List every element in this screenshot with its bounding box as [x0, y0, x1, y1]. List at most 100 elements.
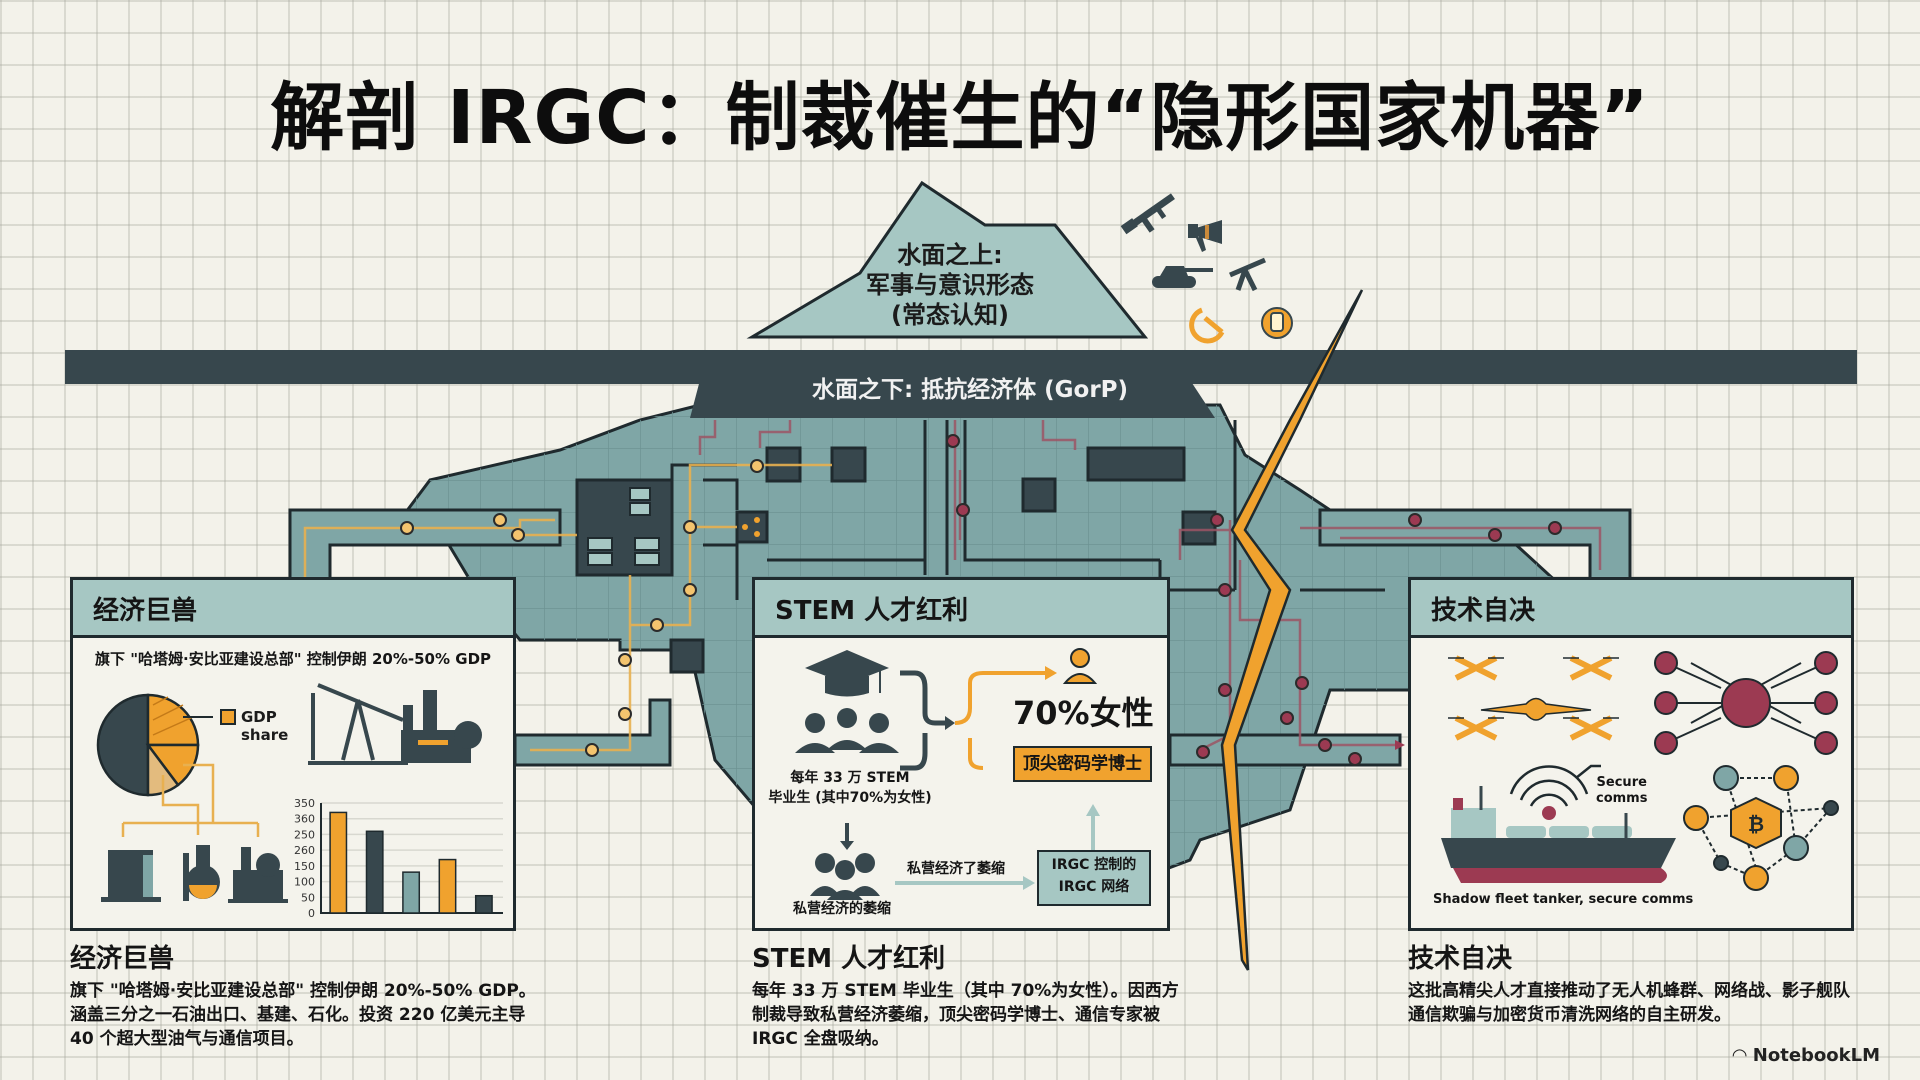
stem-graduates-text: 每年 33 万 STEM 毕业生 (其中70%为女性)	[765, 768, 935, 808]
caption-tech: 技术自决 这批高精尖人才直接推动了无人机蜂群、网络战、影子舰队 通信欺骗与加密货…	[1408, 938, 1908, 1027]
split-arrow-icon	[954, 671, 1045, 770]
caption-economy-line2: 涵盖三分之一石油出口、基建、石化。投资 220 亿美元主导	[70, 1005, 526, 1025]
economy-subtitle: 旗下 "哈塔姆·安比亚建设总部" 控制伊朗 20%-50% GDP	[95, 650, 492, 668]
private-arrow-label: 私营经济了萎缩	[907, 861, 1005, 877]
stem-graduates-line1: 每年 33 万 STEM	[790, 770, 910, 786]
refinery-icon	[101, 850, 161, 902]
legend-swatch	[220, 709, 236, 725]
network-block	[669, 638, 705, 674]
cyber-network-icon	[1654, 651, 1838, 755]
economy-bar-chart: 350 360 250 260 150 100 50 0	[294, 797, 503, 920]
graduates-group-icon	[795, 708, 899, 753]
tank-icon	[1152, 266, 1213, 288]
merge-arrow-icon	[900, 670, 945, 771]
network-block	[1181, 510, 1217, 546]
svg-text:₿: ₿	[1748, 812, 1764, 836]
bar-3	[402, 871, 421, 914]
bar-1	[329, 811, 348, 914]
pie-slice-hatched	[146, 693, 200, 747]
caption-tech-title: 技术自决	[1408, 944, 1513, 974]
graduation-cap-icon	[805, 650, 889, 697]
irgc-box-line1: IRGC 控制的	[1051, 857, 1137, 873]
secure-comms-label: Secure comms	[1596, 775, 1647, 807]
y-tick-label: 250	[294, 828, 315, 841]
telescope-icon	[1229, 257, 1266, 292]
y-tick-label: 50	[301, 891, 315, 904]
bar-2	[365, 830, 384, 914]
caption-stem-line2: 制裁导致私营经济萎缩，顶尖密码学博士、通信专家被	[752, 1005, 1160, 1025]
below-water-label: 水面之下: 抵抗经济体 (GorP)	[811, 377, 1129, 403]
bar-5	[474, 894, 493, 914]
mountain-above-water	[746, 180, 1149, 339]
fist-icon	[1261, 307, 1293, 339]
secure-comms-line1: Secure	[1596, 775, 1647, 790]
y-tick-label: 100	[294, 876, 315, 889]
tanker-ship-icon	[1441, 786, 1676, 883]
waterline-band	[65, 350, 1857, 384]
notebooklm-icon: ◠	[1732, 1045, 1753, 1066]
orange-nodes	[400, 459, 764, 757]
network-block	[830, 446, 867, 483]
panel-tech: 技术自决	[1408, 577, 1854, 931]
caption-stem-line1: 每年 33 万 STEM 毕业生（其中 70%为女性）。因西方	[752, 981, 1179, 1001]
network-block	[1086, 446, 1186, 482]
caption-tech-line2: 通信欺骗与加密货币清洗网络的自主研发。	[1408, 1005, 1731, 1025]
above-water-label-line2: 军事与意识形态	[866, 271, 1034, 299]
waterline-label-tab	[690, 380, 1215, 418]
bar-4	[438, 858, 457, 914]
stem-illustration	[795, 648, 1100, 900]
above-water-label: 水面之上: 军事与意识形态 (常态认知)	[820, 240, 1080, 330]
panel-economy: 经济巨兽 旗下 "哈塔姆·安比亚建设总部" 控制伊朗 20%-50% GDP G…	[70, 577, 516, 931]
signal-icon	[1509, 764, 1601, 820]
woman-icon	[1062, 648, 1098, 684]
y-tick-label: 150	[294, 860, 315, 873]
private-people-label: 私营经济的萎缩	[793, 901, 891, 917]
network-block	[1021, 477, 1057, 513]
hammer-sickle-icon	[1189, 307, 1225, 344]
crypto-network-icon: ₿	[1683, 765, 1839, 891]
gdp-pie-chart	[96, 693, 213, 797]
legend-share: share	[241, 726, 288, 744]
economy-illustration: GDP share	[96, 683, 482, 903]
caption-stem: STEM 人才红利 每年 33 万 STEM 毕业生（其中 70%为女性）。因西…	[752, 938, 1312, 1051]
secure-comms-line2: comms	[1596, 791, 1648, 806]
irgc-network-box: IRGC 控制的 IRGC 网络	[1037, 850, 1151, 906]
legend-gdp: GDP	[241, 708, 277, 726]
caption-economy: 经济巨兽 旗下 "哈塔姆·安比亚建设总部" 控制伊朗 20%-50% GDP。 …	[70, 938, 670, 1051]
notebooklm-logo: ◠ NotebookLM	[1733, 1045, 1880, 1066]
caption-economy-line3: 40 个超大型油气与通信项目。	[70, 1029, 304, 1049]
rifle-icon	[1120, 193, 1175, 235]
y-tick-label: 360	[294, 813, 315, 826]
irgc-box-line2: IRGC 网络	[1058, 879, 1130, 895]
panel-economy-header: 经济巨兽	[73, 580, 513, 638]
caption-economy-title: 经济巨兽	[70, 944, 175, 974]
oil-pump-icon	[308, 683, 408, 765]
tech-illustration: ₿	[1441, 651, 1839, 891]
panel-stem: STEM 人才红利 每年 33 万 STEM 毕业生 (其中70%为女性) 70…	[752, 577, 1170, 931]
caption-stem-line3: IRGC 全盘吸纳。	[752, 1029, 889, 1049]
flask-icon	[183, 845, 220, 901]
caption-tech-line1: 这批高精尖人才直接推动了无人机蜂群、网络战、影子舰队	[1408, 981, 1850, 1001]
y-tick-label: 0	[308, 907, 315, 920]
branding-text: NotebookLM	[1752, 1045, 1880, 1066]
caption-stem-title: STEM 人才红利	[752, 944, 946, 974]
pie-slice-dark	[96, 693, 150, 797]
ship-caption: Shadow fleet tanker, secure comms	[1433, 892, 1694, 907]
megaphone-icon	[1188, 220, 1222, 252]
female-percentage: 70%女性	[1013, 694, 1154, 732]
phd-box: 顶尖密码学博士	[1013, 746, 1152, 782]
stem-graduates-line2: 毕业生 (其中70%为女性)	[768, 790, 932, 806]
panel-tech-header: 技术自决	[1411, 580, 1851, 638]
power-plant-icon	[401, 690, 482, 763]
y-tick-label: 350	[294, 797, 315, 810]
above-water-label-line3: (常态认知)	[891, 301, 1009, 329]
panel-stem-header: STEM 人才红利	[755, 580, 1167, 638]
page-title: 解剖 IRGC：制裁催生的“隐形国家机器”	[270, 75, 1650, 161]
share-node	[735, 510, 769, 544]
factory-icon	[228, 847, 288, 903]
y-tick-label: 260	[294, 844, 315, 857]
above-water-label-line1: 水面之上:	[897, 241, 1003, 269]
drone-swarm-icon	[1448, 655, 1619, 741]
maroon-nodes	[946, 434, 1562, 766]
